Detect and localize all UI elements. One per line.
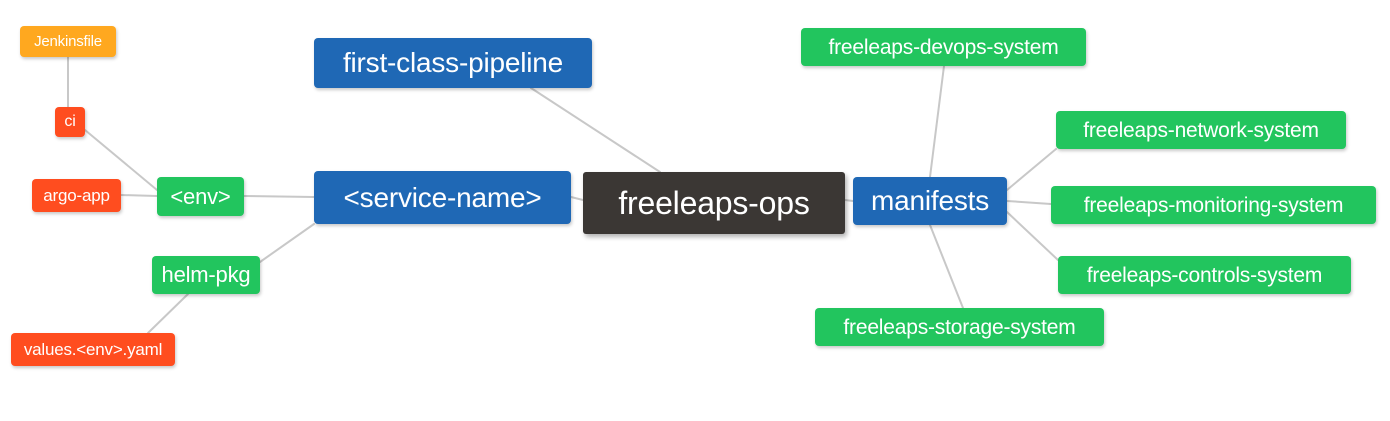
node-label: argo-app [43,186,110,205]
node-freeleaps-monitoring-system[interactable]: freeleaps-monitoring-system [1051,186,1376,224]
node-label: values.<env>.yaml [23,340,163,359]
edge-manifests-to-freeleaps-network-system [1006,148,1057,191]
node-jenkinsfile[interactable]: Jenkinsfile [20,26,116,57]
node-first-class-pipeline[interactable]: first-class-pipeline [314,38,592,88]
edge-service-name-to-env [243,195,315,198]
node-label: freeleaps-monitoring-system [1083,193,1344,217]
edge-manifests-to-freeleaps-monitoring-system [1006,200,1052,205]
edge-service-name-to-freeleaps-ops [570,196,584,201]
edge-manifests-to-freeleaps-storage-system [929,224,964,309]
node-service-name[interactable]: <service-name> [314,171,571,224]
node-freeleaps-ops[interactable]: freeleaps-ops [583,172,845,234]
edge-helm-pkg-to-values-env-yaml [147,293,189,334]
node-argo-app[interactable]: argo-app [32,179,121,212]
node-label: helm-pkg [161,262,251,287]
edge-manifests-to-freeleaps-devops-system [929,65,945,178]
node-manifests[interactable]: manifests [853,177,1007,225]
edge-freeleaps-ops-to-manifests [844,199,854,202]
node-freeleaps-storage-system[interactable]: freeleaps-storage-system [815,308,1104,346]
node-label: <env> [170,183,231,209]
node-label: manifests [870,185,990,216]
node-label: ci [64,113,76,130]
edge-env-to-argo-app [120,194,158,197]
node-label: freeleaps-storage-system [843,315,1076,339]
node-label: <service-name> [343,181,542,213]
node-label: Jenkinsfile [34,33,102,50]
node-label: freeleaps-ops [618,185,810,221]
node-label: freeleaps-controls-system [1086,263,1323,287]
node-freeleaps-controls-system[interactable]: freeleaps-controls-system [1058,256,1351,294]
node-values-env-yaml[interactable]: values.<env>.yaml [11,333,175,366]
node-label: first-class-pipeline [342,47,564,78]
node-env[interactable]: <env> [157,177,244,216]
node-ci[interactable]: ci [55,107,85,137]
node-label: freeleaps-devops-system [828,35,1059,59]
node-freeleaps-devops-system[interactable]: freeleaps-devops-system [801,28,1086,66]
node-freeleaps-network-system[interactable]: freeleaps-network-system [1056,111,1346,149]
edge-service-name-to-helm-pkg [259,223,315,263]
edge-first-class-pipeline-to-freeleaps-ops [530,87,661,173]
node-helm-pkg[interactable]: helm-pkg [152,256,260,294]
node-label: freeleaps-network-system [1083,118,1319,142]
